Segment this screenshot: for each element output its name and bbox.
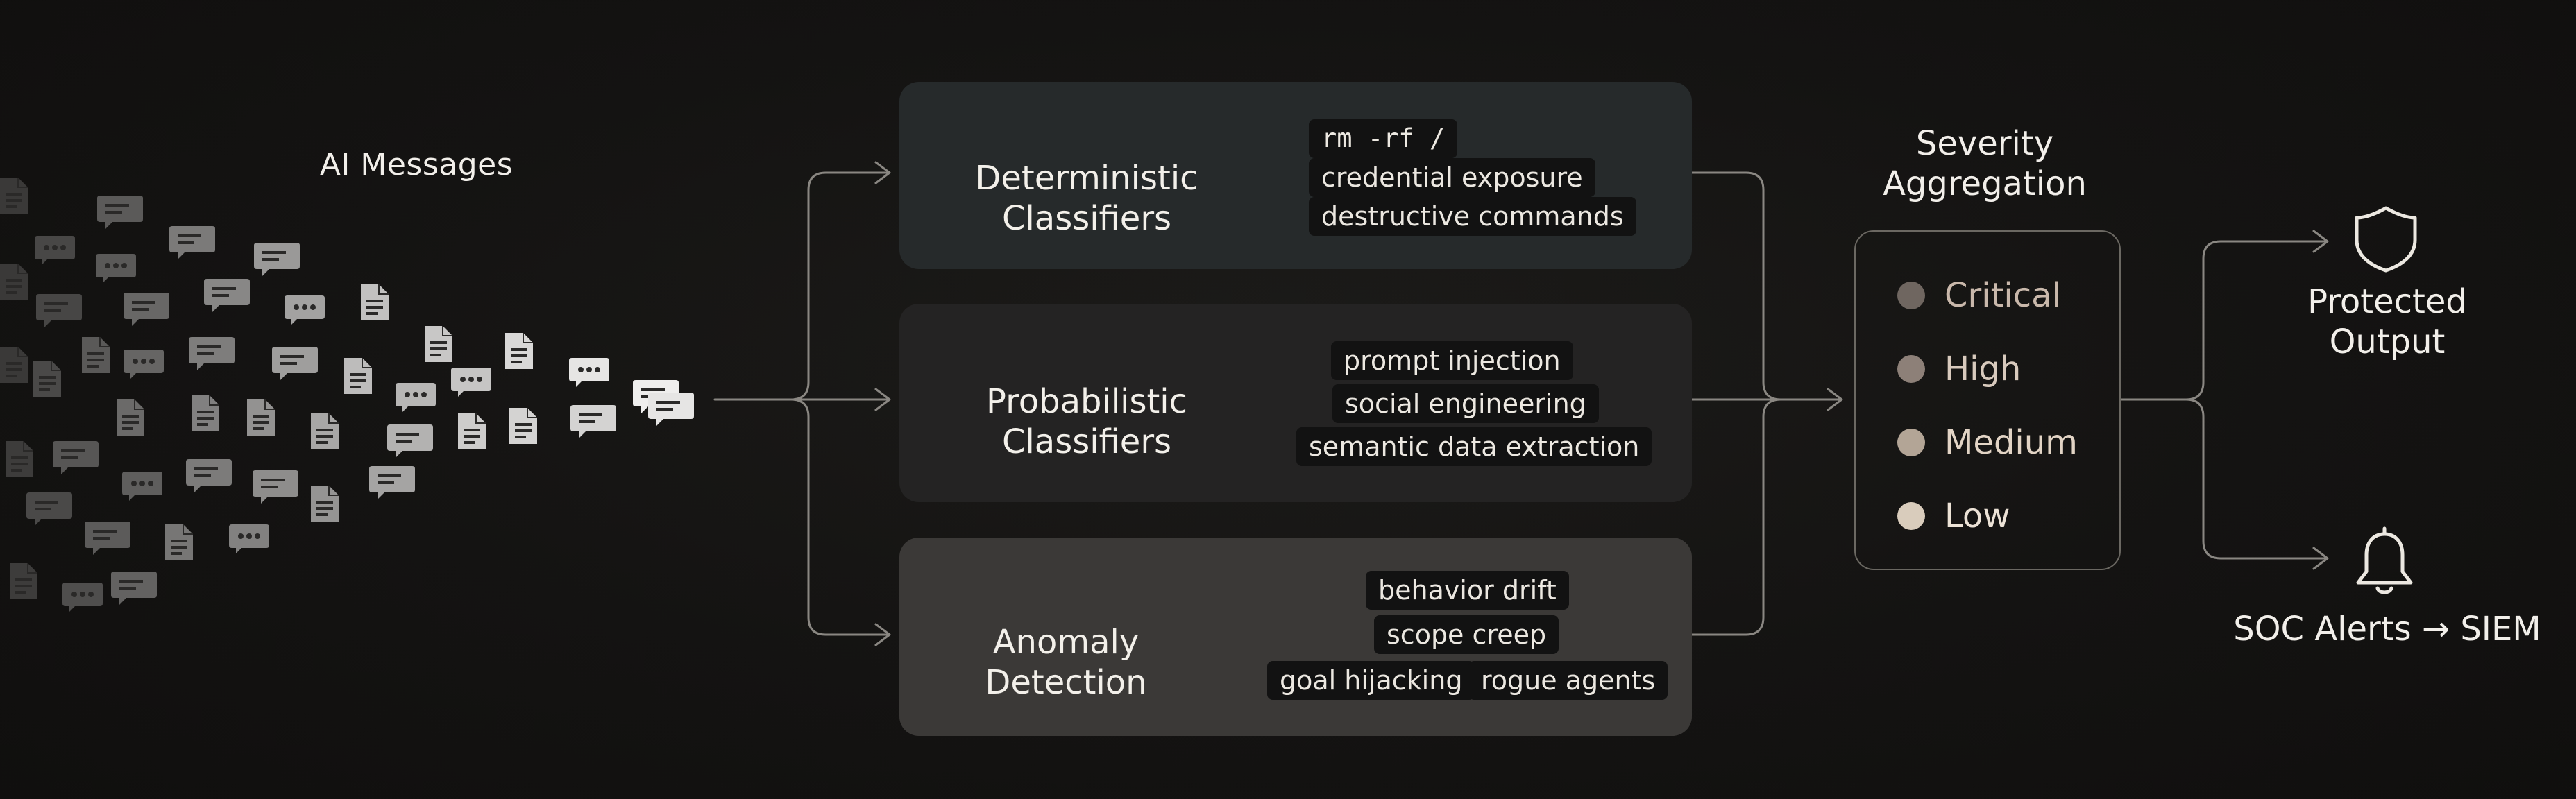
- document-icon: [0, 346, 28, 384]
- severity-row-high: High: [1897, 350, 2021, 388]
- protected-output-label: Protected Output: [2307, 282, 2467, 361]
- tag-chip: scope creep: [1374, 615, 1559, 654]
- probabilistic-title: Probabilistic Classifiers: [985, 382, 1188, 461]
- document-icon: [33, 360, 62, 397]
- severity-row-medium: Medium: [1897, 423, 2078, 462]
- document-icon: [505, 332, 534, 370]
- soc-alerts-label: SOC Alerts → SIEM: [2233, 610, 2541, 648]
- document-icon: [81, 336, 110, 374]
- deterministic-classifiers-box: Deterministic Classifiers rm -rf / crede…: [899, 82, 1692, 269]
- chat-bubble-icon: [122, 472, 162, 501]
- severity-dot: [1897, 282, 1925, 309]
- chat-bubble-icon: [253, 470, 298, 504]
- severity-label: Low: [1944, 497, 2010, 535]
- connector-from-deterministic: [1690, 171, 1782, 401]
- chat-bubble-icon: [97, 196, 143, 229]
- chat-bubble-icon: [204, 279, 250, 312]
- document-icon: [310, 413, 339, 450]
- document-icon: [191, 395, 220, 432]
- tag-chip: rm -rf /: [1309, 119, 1458, 158]
- chat-bubble-icon: [369, 466, 415, 499]
- chat-bubble-icon: [62, 583, 103, 612]
- chat-bubble-icon: [570, 405, 616, 438]
- chat-bubble-icon: [648, 393, 694, 426]
- chat-bubble-icon: [111, 572, 157, 605]
- document-icon: [9, 562, 38, 600]
- document-icon: [246, 399, 276, 436]
- severity-dot: [1897, 429, 1925, 456]
- document-icon: [457, 413, 486, 450]
- chat-bubble-icon: [53, 441, 99, 474]
- deterministic-title: Deterministic Classifiers: [975, 159, 1198, 238]
- tag-chip: prompt injection: [1331, 341, 1573, 380]
- document-icon: [344, 357, 373, 395]
- chat-bubble-icon: [36, 294, 82, 327]
- document-icon: [0, 263, 28, 300]
- connector-from-anomaly: [1690, 398, 1782, 636]
- chat-bubble-icon: [451, 368, 491, 397]
- chat-bubble-icon: [96, 254, 136, 283]
- chat-bubble-icon: [26, 492, 72, 526]
- tag-chip: behavior drift: [1366, 571, 1569, 610]
- anomaly-title: Anomaly Detection: [985, 623, 1147, 702]
- severity-label: High: [1944, 350, 2022, 388]
- document-icon: [0, 177, 28, 214]
- tag-chip: rogue agents: [1468, 661, 1668, 700]
- chat-bubble-icon: [396, 383, 436, 412]
- connector-to-protected: [2185, 240, 2328, 401]
- connector-to-deterministic: [790, 171, 890, 401]
- chat-bubble-icon: [285, 295, 325, 325]
- chat-bubble-icon: [35, 236, 75, 265]
- connector-to-soc: [2185, 398, 2328, 560]
- document-icon: [164, 524, 194, 561]
- tag-chip: goal hijacking: [1267, 661, 1475, 700]
- anomaly-detection-box: Anomaly Detection behavior drift scope c…: [899, 538, 1692, 736]
- document-icon: [5, 440, 34, 478]
- severity-dot: [1897, 502, 1925, 530]
- chat-bubble-icon: [124, 350, 164, 379]
- chat-bubble-icon: [189, 337, 235, 370]
- chat-bubble-icon: [169, 226, 215, 259]
- chat-bubble-icon: [254, 243, 300, 276]
- document-icon: [360, 284, 389, 321]
- tag-chip: credential exposure: [1309, 158, 1595, 197]
- document-icon: [116, 399, 145, 436]
- shield-icon: [2355, 206, 2417, 273]
- severity-title: Severity Aggregation: [1883, 124, 2087, 203]
- chat-bubble-icon: [387, 424, 433, 458]
- source-title: AI Messages: [319, 147, 514, 182]
- severity-panel: Critical High Medium Low: [1854, 230, 2121, 570]
- severity-label: Critical: [1944, 276, 2061, 315]
- chat-bubble-icon: [85, 522, 130, 555]
- message-cloud: [0, 177, 694, 612]
- probabilistic-classifiers-box: Probabilistic Classifiers prompt injecti…: [899, 304, 1692, 502]
- chat-bubble-icon: [272, 347, 318, 380]
- document-icon: [509, 407, 538, 445]
- document-icon: [310, 485, 339, 522]
- tag-chip: social engineering: [1332, 384, 1599, 423]
- tag-chip: destructive commands: [1309, 197, 1636, 236]
- tag-chip: semantic data extraction: [1296, 427, 1652, 466]
- severity-row-low: Low: [1897, 497, 2010, 535]
- severity-row-critical: Critical: [1897, 276, 2061, 315]
- chat-bubble-icon: [124, 293, 169, 326]
- severity-dot: [1897, 355, 1925, 383]
- chat-bubble-icon: [186, 459, 232, 492]
- connector-to-anomaly: [790, 398, 890, 636]
- document-icon: [424, 325, 453, 363]
- bell-icon: [2356, 526, 2413, 594]
- chat-bubble-icon: [569, 358, 609, 387]
- chat-bubble-icon: [229, 524, 269, 553]
- severity-label: Medium: [1944, 423, 2078, 462]
